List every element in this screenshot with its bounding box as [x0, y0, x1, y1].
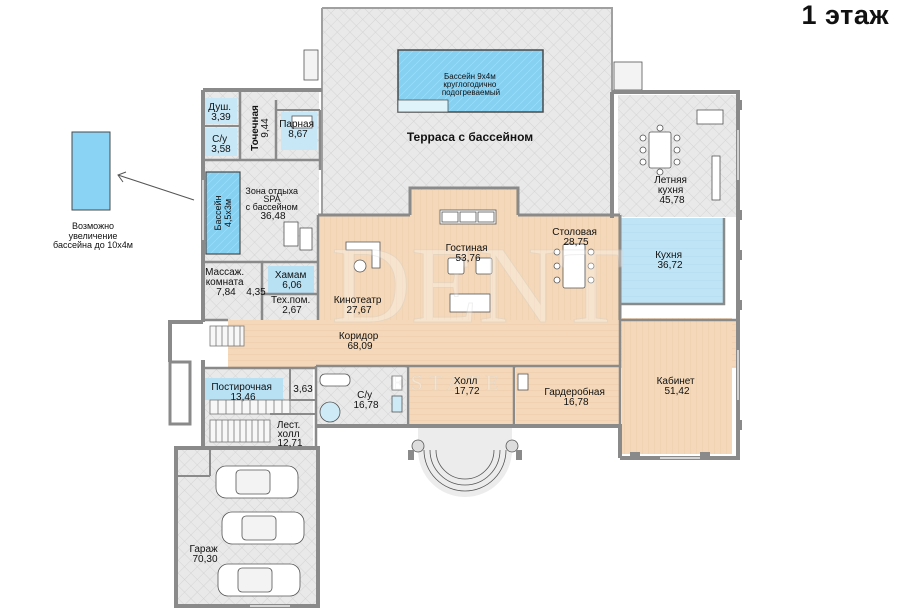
wardrobe-floor [516, 366, 620, 424]
floor-title: 1 этаж [801, 0, 889, 30]
porch-floor [418, 428, 512, 497]
svg-text:Бассейн: Бассейн [213, 196, 223, 231]
windows [202, 130, 739, 607]
note-line-3: бассейна до 10х4м [53, 240, 133, 250]
shower-label: Душ. 3,39 [208, 102, 234, 123]
living-label: Гостиная 53,76 [446, 243, 491, 264]
columns [408, 100, 742, 460]
watermark-main: DENT [331, 224, 624, 346]
svg-text:Точечная: Точечная [250, 105, 261, 151]
garage-cars [215, 465, 305, 597]
small-435-label: 4,35 [246, 287, 266, 298]
watermark-sub: ESTATE [391, 370, 505, 395]
kitchen-label: Кухня 36,72 [655, 250, 685, 271]
pool-extension-note: Возможно увеличение бассейна до 10х4м [38, 221, 148, 251]
note-arrow [117, 171, 195, 201]
tech-label: Тех.пом. 2,67 [271, 295, 313, 316]
hall-label: Холл 17,72 [454, 376, 480, 397]
furniture [209, 49, 724, 597]
stairs [209, 325, 291, 443]
massage-label: Массаж. комната 7,84 [205, 267, 247, 298]
toilet-small-floor [205, 128, 237, 156]
possible-pool [71, 131, 111, 211]
stair-hall-label: Лест. холл 12,71 [277, 420, 303, 449]
note-line-2: увеличение [68, 230, 118, 241]
cabinet-floor [622, 318, 732, 454]
living-floor [318, 190, 620, 320]
garage-label: Гараж 70,30 [189, 544, 220, 565]
cinema-label: Кинотеатр 27,67 [334, 295, 385, 316]
svg-text:9,44: 9,44 [260, 118, 271, 138]
svg-text:4,5х3м: 4,5х3м [223, 199, 233, 227]
kitchen-floor [620, 218, 724, 304]
sauna-label: Парная 8,67 [279, 119, 317, 140]
shower-floor [205, 98, 237, 124]
hammam-floor [268, 266, 314, 294]
laundry-label: Постирочная 13,46 [211, 382, 274, 403]
pool-label: Бассейн 9х4м круглогодично подогреваемый [442, 72, 500, 97]
wardrobe-label: Гардеробная 16,78 [544, 386, 607, 408]
watermark: DENT ESTATE [331, 224, 625, 396]
small-363-label: 3,63 [293, 384, 313, 395]
cabinet-label: Кабинет 51,42 [657, 375, 698, 397]
laundry-highlight [205, 378, 283, 400]
tochechnaya-label: Точечная 9,44 [250, 105, 271, 151]
hammam-label: Хамам 6,06 [275, 270, 309, 291]
dining-label: Столовая 28,75 [552, 227, 600, 248]
corridor-label: Коридор 68,09 [339, 331, 381, 352]
wc-main-label: С/у 16,78 [353, 390, 378, 411]
terrace-label: Терраса с бассейном [407, 130, 533, 144]
labels: Бассейн 9х4м круглогодично подогреваемый… [189, 72, 698, 565]
summer-table [648, 131, 672, 169]
hall-floor [408, 366, 514, 424]
spa-pool-label: Бассейн 4,5х3м [213, 196, 233, 231]
spa-label: Зона отдыха SPA с бассейном 36,48 [245, 186, 300, 222]
cinema-sofa [345, 241, 381, 269]
walls [168, 7, 740, 608]
note-line-1: Возможно [71, 221, 115, 231]
spa-pool [205, 171, 241, 255]
toilet-small-label: С/у 3,58 [211, 134, 231, 155]
dining-table [562, 243, 586, 289]
summer-kitchen-label: Летняя кухня 45,78 [654, 175, 690, 206]
